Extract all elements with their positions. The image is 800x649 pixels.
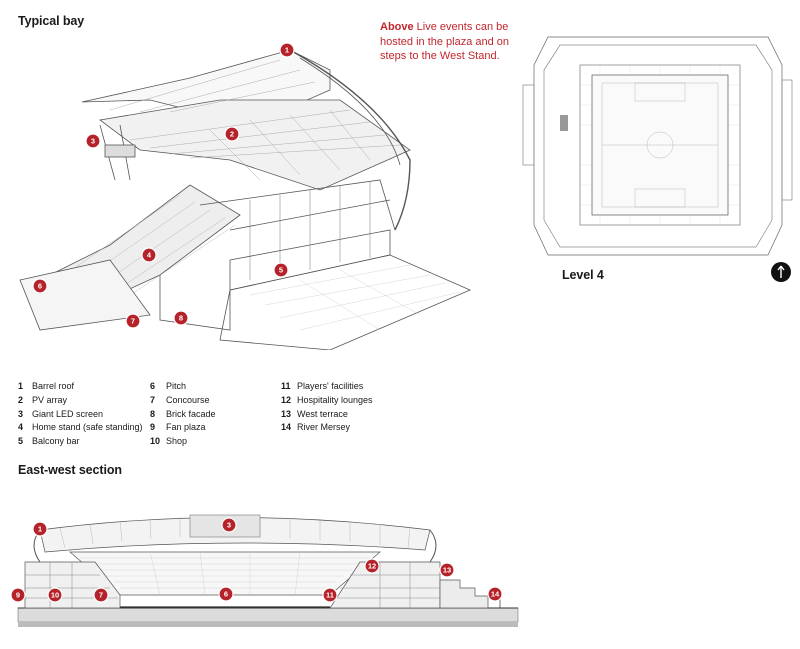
caption-lead: Above: [380, 21, 414, 33]
svg-text:14: 14: [491, 590, 500, 599]
marker-2: 2: [224, 126, 240, 142]
level-4-plan: [522, 36, 793, 256]
marker-3: 3: [85, 133, 101, 149]
svg-text:3: 3: [227, 521, 231, 530]
marker-1: 1: [279, 42, 295, 58]
caption: Above Live events can be hosted in the p…: [380, 20, 530, 64]
pv-array: [99, 99, 411, 191]
typical-bay-title: Typical bay: [18, 14, 85, 28]
marker-8: 8: [173, 310, 189, 326]
svg-text:7: 7: [99, 591, 103, 600]
svg-text:2: 2: [230, 130, 234, 139]
marker-4: 4: [141, 247, 157, 263]
svg-text:12: 12: [368, 562, 376, 571]
section-marker-11: 11: [322, 587, 338, 603]
section-title: East-west section: [18, 463, 122, 477]
svg-text:13: 13: [443, 566, 451, 575]
section-marker-12: 12: [364, 558, 380, 574]
section-marker-14: 14: [487, 586, 503, 602]
section-marker-9: 9: [10, 587, 26, 603]
section-marker-1: 1: [32, 521, 48, 537]
plaza-ground: [219, 254, 472, 350]
east-west-section: 1 3 9 10 7 6 11 12 13 14: [10, 514, 519, 627]
pitch-edge: [19, 259, 151, 331]
marker-6: 6: [32, 278, 48, 294]
section-marker-7: 7: [93, 587, 109, 603]
svg-text:4: 4: [147, 251, 152, 260]
svg-text:1: 1: [285, 46, 289, 55]
caption-text: Live events can be hosted in the plaza a…: [380, 21, 510, 62]
marker-5: 5: [273, 262, 289, 278]
svg-text:6: 6: [38, 282, 42, 291]
svg-text:9: 9: [16, 591, 20, 600]
svg-text:3: 3: [91, 137, 95, 146]
svg-text:1: 1: [38, 525, 42, 534]
svg-text:10: 10: [51, 591, 59, 600]
marker-7: 7: [125, 313, 141, 329]
section-marker-3: 3: [221, 517, 237, 533]
svg-text:7: 7: [131, 317, 135, 326]
svg-text:8: 8: [179, 314, 183, 323]
section-marker-10: 10: [47, 587, 63, 603]
svg-text:11: 11: [326, 591, 334, 600]
svg-text:5: 5: [279, 266, 283, 275]
svg-text:6: 6: [224, 590, 228, 599]
typical-bay-drawing: 1 2 3 4 5 6 7 8: [19, 42, 472, 350]
section-marker-13: 13: [439, 562, 455, 578]
level-4-title: Level 4: [562, 268, 604, 282]
section-marker-6: 6: [218, 586, 234, 602]
north-arrow-icon: [771, 262, 791, 282]
